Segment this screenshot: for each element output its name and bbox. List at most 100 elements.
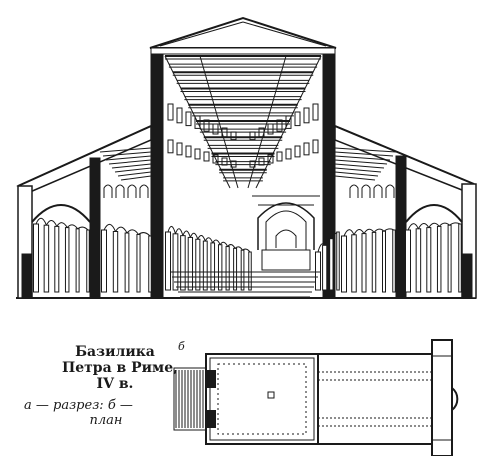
aisle-window-right bbox=[361, 184, 371, 198]
arcade-arch-inner-right bbox=[353, 229, 365, 236]
column-nave-left bbox=[217, 244, 223, 291]
column-nave-right bbox=[329, 238, 334, 291]
aisle-window-right bbox=[349, 184, 359, 198]
window-right-lower bbox=[285, 148, 292, 160]
column-outer-right bbox=[447, 224, 452, 293]
column-inner-left bbox=[101, 229, 107, 293]
window-right-lower bbox=[303, 142, 310, 156]
ceiling-rail-right bbox=[255, 55, 322, 189]
aisle-window-right bbox=[373, 184, 383, 198]
aisle-window-left bbox=[127, 184, 137, 198]
arcade-arch-nave-right bbox=[317, 243, 326, 253]
arcade-arch-nave-left bbox=[219, 241, 229, 247]
arcade-arch-nave-left bbox=[189, 232, 199, 240]
window-left-lower bbox=[212, 154, 219, 164]
basilica-floor-plan bbox=[173, 339, 459, 456]
column-inner-right bbox=[351, 234, 357, 293]
column-inner-right bbox=[382, 230, 386, 293]
window-right bbox=[303, 107, 310, 124]
ceiling-rail-left bbox=[164, 55, 231, 189]
window-right-lower bbox=[294, 145, 301, 158]
column-outer-left bbox=[64, 227, 70, 293]
arcade-arch-outer-right bbox=[417, 223, 430, 230]
window-right-lower bbox=[258, 157, 265, 166]
arcade-arch-nave-left bbox=[182, 230, 191, 238]
aisle-window-left bbox=[115, 184, 125, 198]
arcade-arch-outer-left bbox=[56, 222, 68, 228]
caption-title-line2: Петра в Риме, bbox=[62, 360, 178, 376]
aisle-truss-left bbox=[105, 155, 152, 161]
aisle-truss-left bbox=[114, 167, 152, 173]
column-nave-left bbox=[225, 246, 230, 291]
column-outer-right bbox=[415, 228, 422, 293]
column-nave-left bbox=[240, 249, 245, 291]
window-right bbox=[312, 103, 319, 121]
window-left-lower bbox=[194, 148, 201, 160]
window-left bbox=[230, 131, 237, 141]
aisle-truss-left bbox=[108, 159, 152, 165]
arcade-arch-nave-left bbox=[234, 246, 243, 251]
window-left-lower bbox=[185, 145, 192, 158]
column-inner-left bbox=[112, 231, 119, 293]
column-outer-right bbox=[405, 229, 411, 293]
basilica-cross-section bbox=[16, 16, 477, 299]
caption-title-line1: Базилика bbox=[75, 344, 155, 360]
legend-b: б — bbox=[107, 398, 133, 413]
column-inner-right bbox=[341, 235, 347, 293]
window-left-lower bbox=[176, 142, 183, 156]
aisle-truss-right bbox=[334, 151, 394, 157]
window-left-lower bbox=[230, 160, 237, 168]
arcade-arch-outer-left bbox=[77, 226, 89, 231]
window-right bbox=[249, 131, 256, 141]
aisle-truss-right bbox=[334, 159, 388, 165]
column-inner-left bbox=[148, 235, 152, 293]
caption-title: Базилика Петра в Риме, IV в. bbox=[62, 344, 178, 392]
plan-letter-b: б bbox=[178, 340, 185, 353]
arcade-arch-outer-right bbox=[428, 222, 440, 228]
arcade-arch-inner-right bbox=[343, 229, 355, 237]
column-nave-left bbox=[210, 242, 216, 291]
column-nave-right bbox=[336, 231, 340, 291]
arcade-arch-inner-right bbox=[363, 228, 375, 234]
arcade-arch-outer-left bbox=[35, 217, 47, 226]
window-right-lower bbox=[276, 151, 283, 162]
column-inner-right bbox=[392, 229, 396, 293]
window-right-lower bbox=[312, 139, 319, 154]
column-nave-left bbox=[165, 231, 171, 291]
column-outer-right bbox=[426, 227, 432, 293]
arcade-arch-inner-right bbox=[373, 228, 385, 233]
window-left bbox=[221, 127, 228, 138]
column-inner-left bbox=[136, 234, 141, 293]
ceiling-rail-mid bbox=[247, 55, 287, 189]
arcade-arch-inner-left bbox=[115, 226, 128, 234]
window-left-lower bbox=[221, 157, 228, 166]
legend-plan: план bbox=[89, 413, 123, 428]
window-left bbox=[212, 123, 219, 135]
arcade-arch-outer-left bbox=[66, 224, 79, 230]
aisle-truss-left bbox=[99, 147, 152, 153]
column-outer-left bbox=[75, 228, 80, 293]
arcade-arch-nave-left bbox=[197, 235, 206, 242]
arcade-arch-nave-left bbox=[204, 237, 214, 244]
window-right bbox=[285, 115, 292, 129]
window-right bbox=[294, 111, 301, 127]
caption-legend: а — разрез: б — план bbox=[24, 398, 164, 428]
window-right-lower bbox=[267, 154, 274, 164]
arcade-arch-nave-left bbox=[242, 248, 251, 253]
column-nave-right bbox=[322, 244, 328, 291]
column-outer-right bbox=[436, 225, 442, 293]
caption-title-line3: IV в. bbox=[96, 376, 134, 392]
aisle-window-left bbox=[139, 184, 149, 198]
ceiling-rail-mid bbox=[199, 55, 239, 189]
window-left-lower bbox=[167, 139, 174, 154]
window-left bbox=[185, 111, 192, 127]
arcade-arch-inner-left bbox=[126, 229, 139, 235]
aisle-truss-left bbox=[111, 163, 152, 169]
window-right-lower bbox=[249, 160, 256, 168]
arcade-arch-inner-left bbox=[103, 223, 116, 232]
arcade-arch-nave-left bbox=[212, 239, 221, 245]
arcade-arch-outer-right bbox=[407, 223, 419, 231]
column-outer-left bbox=[33, 223, 39, 293]
aisle-truss-left bbox=[102, 151, 152, 157]
window-left bbox=[194, 115, 201, 129]
